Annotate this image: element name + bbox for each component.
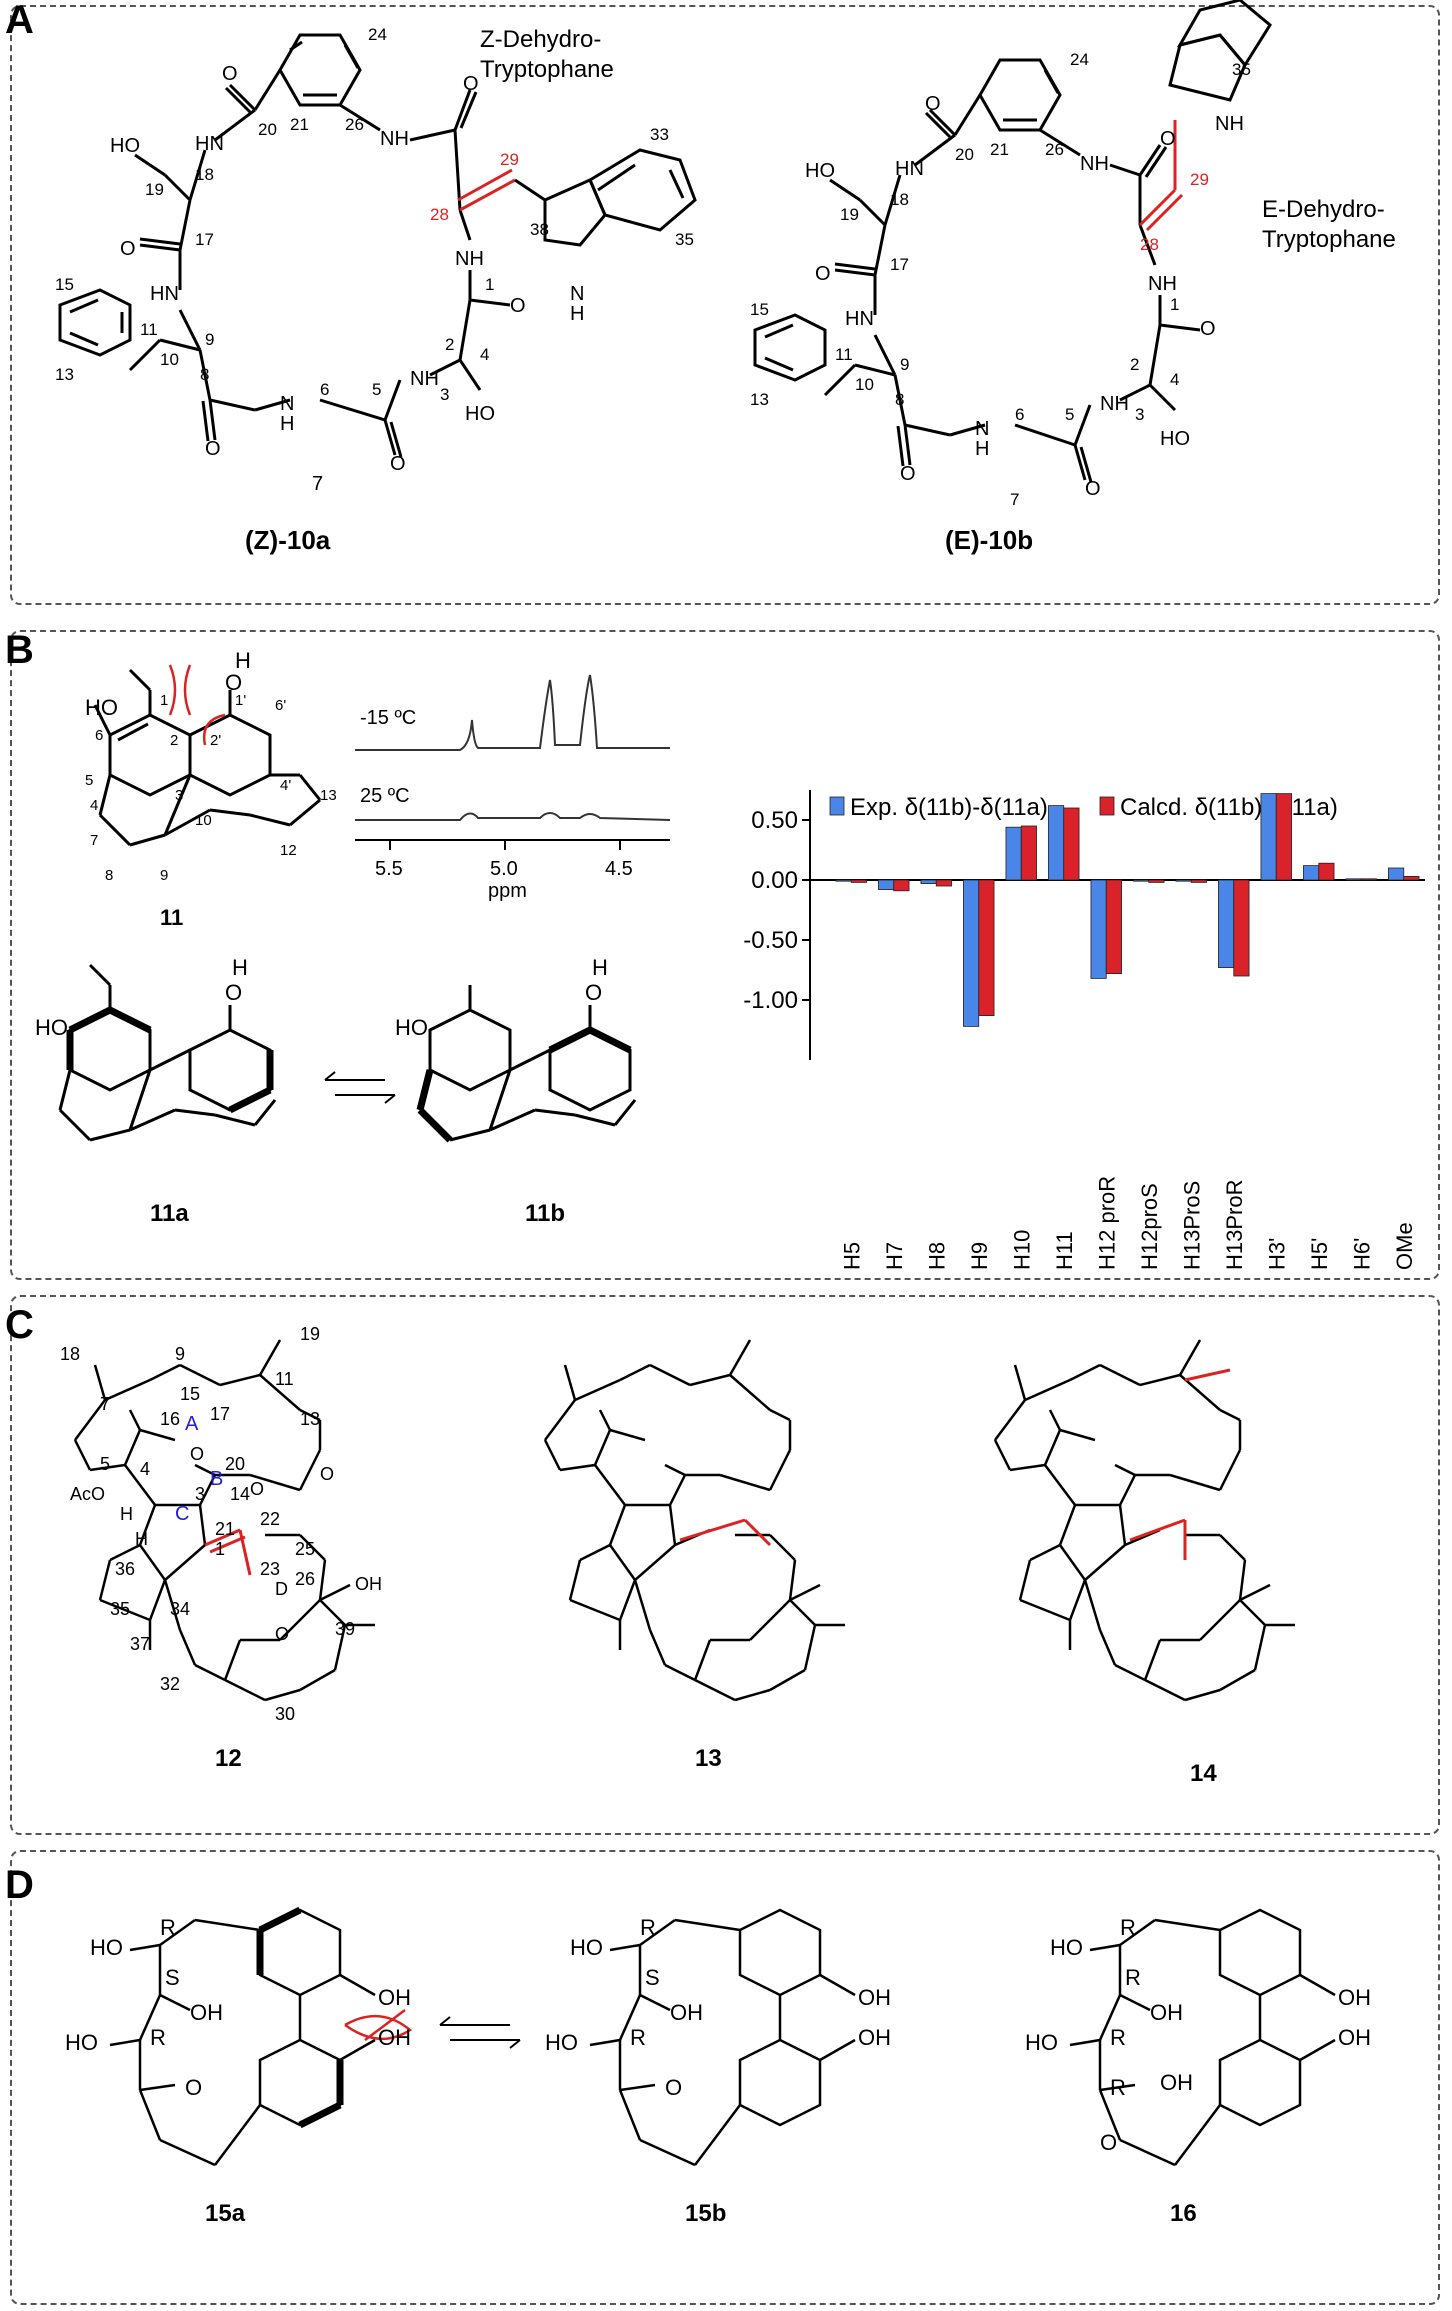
panel-b [10,630,1440,1280]
nmr-tick-1: 5.5 [375,858,403,880]
nmr-temp-low: -15 ºC [360,707,417,729]
compound-label-11: 11 [160,905,184,930]
panel-label-a: A [5,0,34,42]
panel-label-c: C [5,1303,34,1347]
panel-label-b: B [5,628,34,672]
compound-name-10b: (E)-10b [945,525,1034,555]
panel-a [10,5,1440,605]
panel-d [10,1850,1440,2305]
nmr-temp-high: 25 ºC [360,785,410,807]
compound-label-16: 16 [1170,2200,1197,2227]
nmr-tick-2: 5.0 [490,858,518,880]
nmr-tick-3: 4.5 [605,858,633,880]
conformer-label-11b: 11b [525,1200,566,1227]
compound-label-14: 14 [1190,1760,1217,1787]
e-dehydro-note: E-Dehydro- Tryptophane [1262,196,1396,253]
compound-label-12: 12 [215,1745,242,1772]
compound-name-10a: (Z)-10a [245,525,331,555]
compound-label-15b: 15b [685,2200,727,2227]
panel-label-d: D [5,1863,34,1907]
compound-label-15a: 15a [205,2200,246,2227]
compound-label-13: 13 [695,1745,722,1772]
nmr-unit: ppm [488,880,527,902]
z-dehydro-note: Z-Dehydro- Tryptophane [480,26,614,83]
conformer-label-11a: 11a [150,1200,189,1227]
panel-c [10,1295,1440,1835]
